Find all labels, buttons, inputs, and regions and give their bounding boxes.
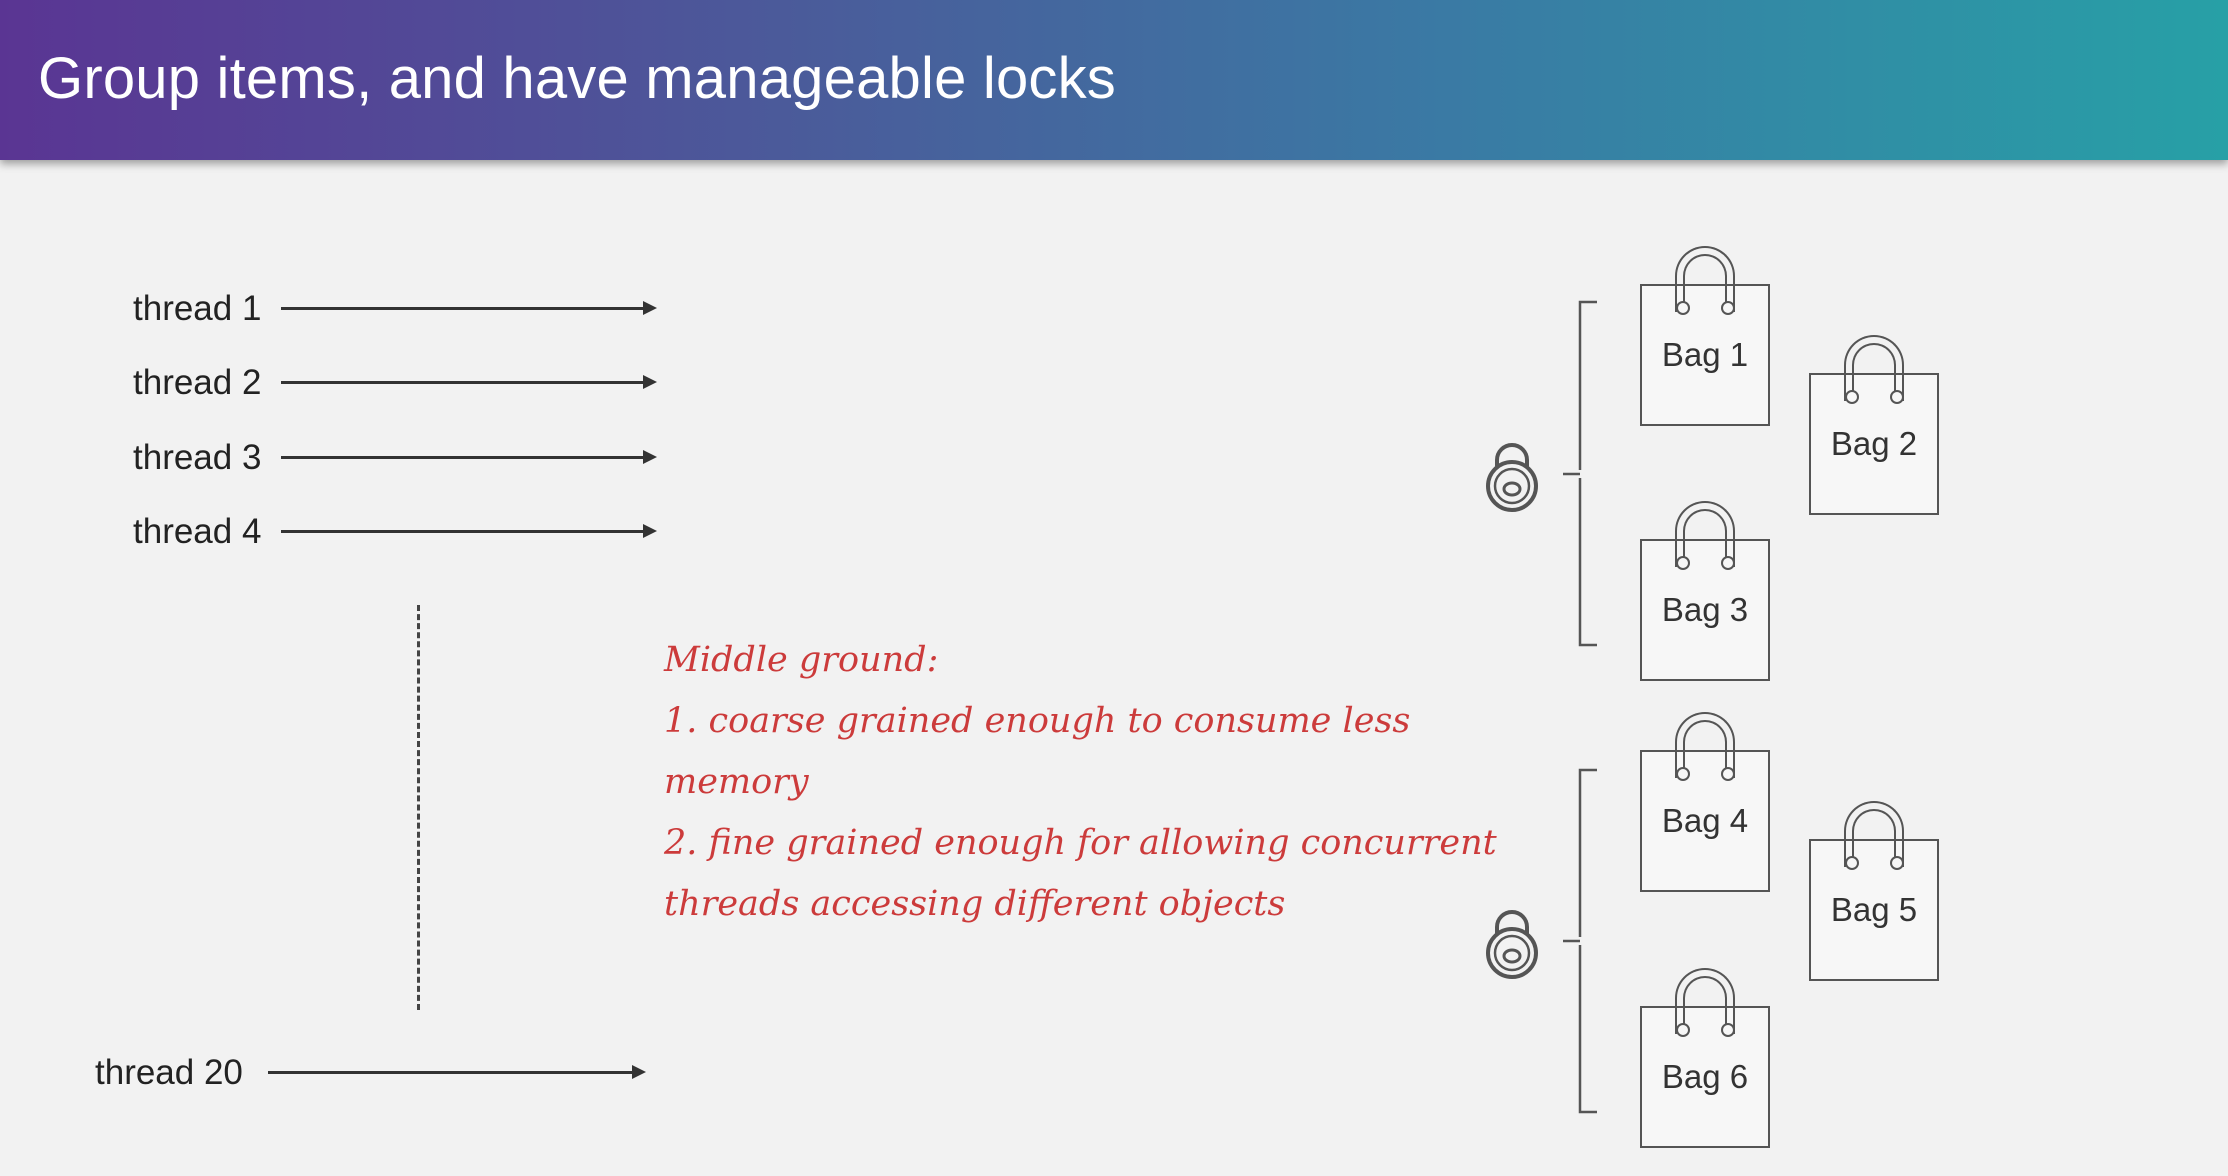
lock-icon [1486, 443, 1538, 512]
note-line-4: 2. fine grained enough for allowing conc… [664, 823, 1497, 863]
bag-5: Bag 5 [1809, 801, 1939, 981]
bag-6: Bag 6 [1640, 968, 1770, 1148]
note-line-2: 1. coarse grained enough to consume less [664, 701, 1411, 741]
note-line-1: Middle ground: [664, 640, 939, 680]
bag-handle-icon [1675, 712, 1735, 778]
bag-label: Bag 1 [1661, 336, 1749, 373]
bag-1: Bag 1 [1640, 246, 1770, 426]
bag-label: Bag 6 [1661, 1058, 1749, 1095]
thread-arrow-3 [281, 450, 657, 464]
group-2-brace [1563, 768, 1597, 1114]
bag-handle-icon [1844, 801, 1904, 867]
thread-arrow-1 [281, 301, 657, 315]
bag-label: Bag 3 [1661, 591, 1749, 628]
thread-arrow-4 [281, 524, 657, 538]
thread-label-1: thread 1 [133, 289, 262, 328]
thread-label-3: thread 3 [133, 438, 262, 477]
middle-ground-note: Middle ground: 1. coarse grained enough … [664, 630, 1497, 935]
bag-3: Bag 3 [1640, 501, 1770, 681]
note-line-5: threads accessing different objects [664, 884, 1286, 924]
bag-handle-icon [1675, 968, 1735, 1034]
thread-label-20: thread 20 [95, 1053, 243, 1092]
lock-icon [1486, 910, 1538, 979]
group-1-brace [1563, 300, 1597, 647]
thread-label-2: thread 2 [133, 363, 262, 402]
bag-label: Bag 2 [1830, 425, 1918, 462]
thread-arrow-20 [268, 1065, 646, 1079]
bag-4: Bag 4 [1640, 712, 1770, 892]
note-line-3: memory [664, 762, 809, 802]
bag-label: Bag 4 [1661, 802, 1749, 839]
thread-label-4: thread 4 [133, 512, 262, 551]
bag-handle-icon [1844, 335, 1904, 401]
bag-handle-icon [1675, 501, 1735, 567]
ellipsis-dashed-line [417, 605, 420, 1010]
thread-arrow-2 [281, 375, 657, 389]
bag-label: Bag 5 [1830, 891, 1918, 928]
bag-2: Bag 2 [1809, 335, 1939, 515]
slide-title: Group items, and have manageable locks [38, 46, 1116, 111]
bag-handle-icon [1675, 246, 1735, 312]
slide-header: Group items, and have manageable locks [0, 0, 2228, 160]
